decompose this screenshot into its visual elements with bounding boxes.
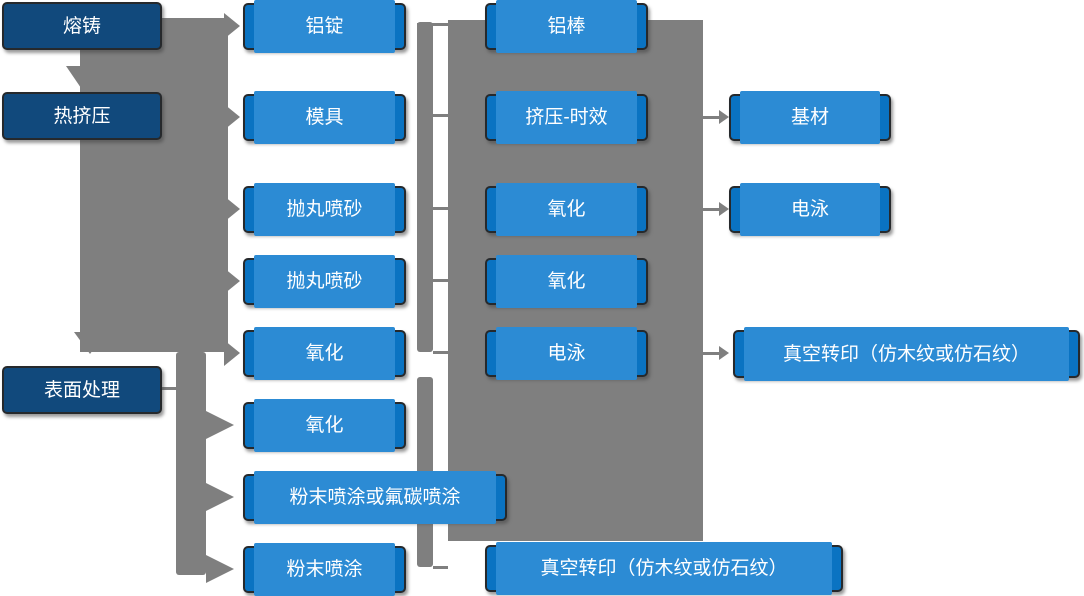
node-oxidation-a2: 氧化 [243, 399, 406, 452]
node-surface-treatment: 表面处理 [2, 366, 162, 414]
node-base-material: 基材 [729, 91, 891, 144]
connector-tie-vacuum-transfer [433, 566, 448, 569]
arrow-down-to-surface-treatment [74, 332, 106, 354]
node-powder-coating: 粉末喷涂 [243, 543, 406, 596]
node-electrophoresis-b: 电泳 [485, 327, 648, 380]
arrow-to-powder-coating [206, 555, 234, 583]
node-extrusion-aging: 挤压-时效 [485, 91, 648, 144]
node-vacuum-transfer-print-bottom: 真空转印（仿木纹或仿石纹） [485, 542, 843, 595]
arrow-shaft-to-electrophoresis-out [703, 208, 721, 211]
node-oxidation-a1: 氧化 [243, 327, 406, 380]
arrow-to-powder-or-fluorocarbon [206, 483, 234, 511]
arrow-down-to-hot-extrusion [66, 66, 96, 88]
arrow-to-mold [224, 104, 240, 130]
node-shot-blast-sandblast-2: 抛丸喷砂 [243, 255, 406, 308]
connector-tie-aluminum-rod [417, 23, 448, 26]
arrow-head-to-electrophoresis-out [719, 202, 729, 216]
connector-tie-oxidation-1 [433, 207, 448, 210]
arrow-to-aluminum-ingot [224, 13, 240, 39]
arrow-shaft-to-base-material [703, 116, 721, 119]
connector-rail-upper [417, 22, 433, 352]
node-oxidation-b2: 氧化 [485, 255, 648, 308]
node-aluminum-ingot: 铝锭 [243, 0, 406, 53]
node-shot-blast-sandblast-1: 抛丸喷砂 [243, 183, 406, 236]
node-melting: 熔铸 [2, 2, 162, 50]
node-vacuum-transfer-print-right: 真空转印（仿木纹或仿石纹） [733, 327, 1080, 381]
connector-lower-band [176, 352, 206, 575]
arrow-head-to-vacuum-transfer-out [719, 346, 729, 360]
node-powder-or-fluorocarbon-coating: 粉末喷涂或氟碳喷涂 [243, 471, 507, 524]
connector-tie-oxidation-2 [433, 279, 448, 282]
arrow-to-oxidation-a2 [206, 411, 234, 439]
connector-surface-treatment-stub [160, 387, 178, 390]
connector-tie-extrusion-aging [433, 114, 448, 117]
node-oxidation-b1: 氧化 [485, 183, 648, 236]
node-mold: 模具 [243, 91, 406, 144]
connector-tie-electrophoresis [433, 351, 448, 354]
node-aluminum-rod: 铝棒 [485, 0, 648, 53]
node-hot-extrusion: 热挤压 [2, 92, 162, 140]
arrow-head-to-base-material [719, 110, 729, 124]
arrow-shaft-to-vacuum-transfer-out [703, 352, 721, 355]
arrow-to-oxidation-a1 [224, 340, 240, 366]
connector-main-band [80, 18, 228, 352]
arrow-to-shot-blast-1 [224, 196, 240, 222]
arrow-to-shot-blast-2 [224, 268, 240, 294]
node-electrophoresis-out: 电泳 [729, 183, 891, 236]
